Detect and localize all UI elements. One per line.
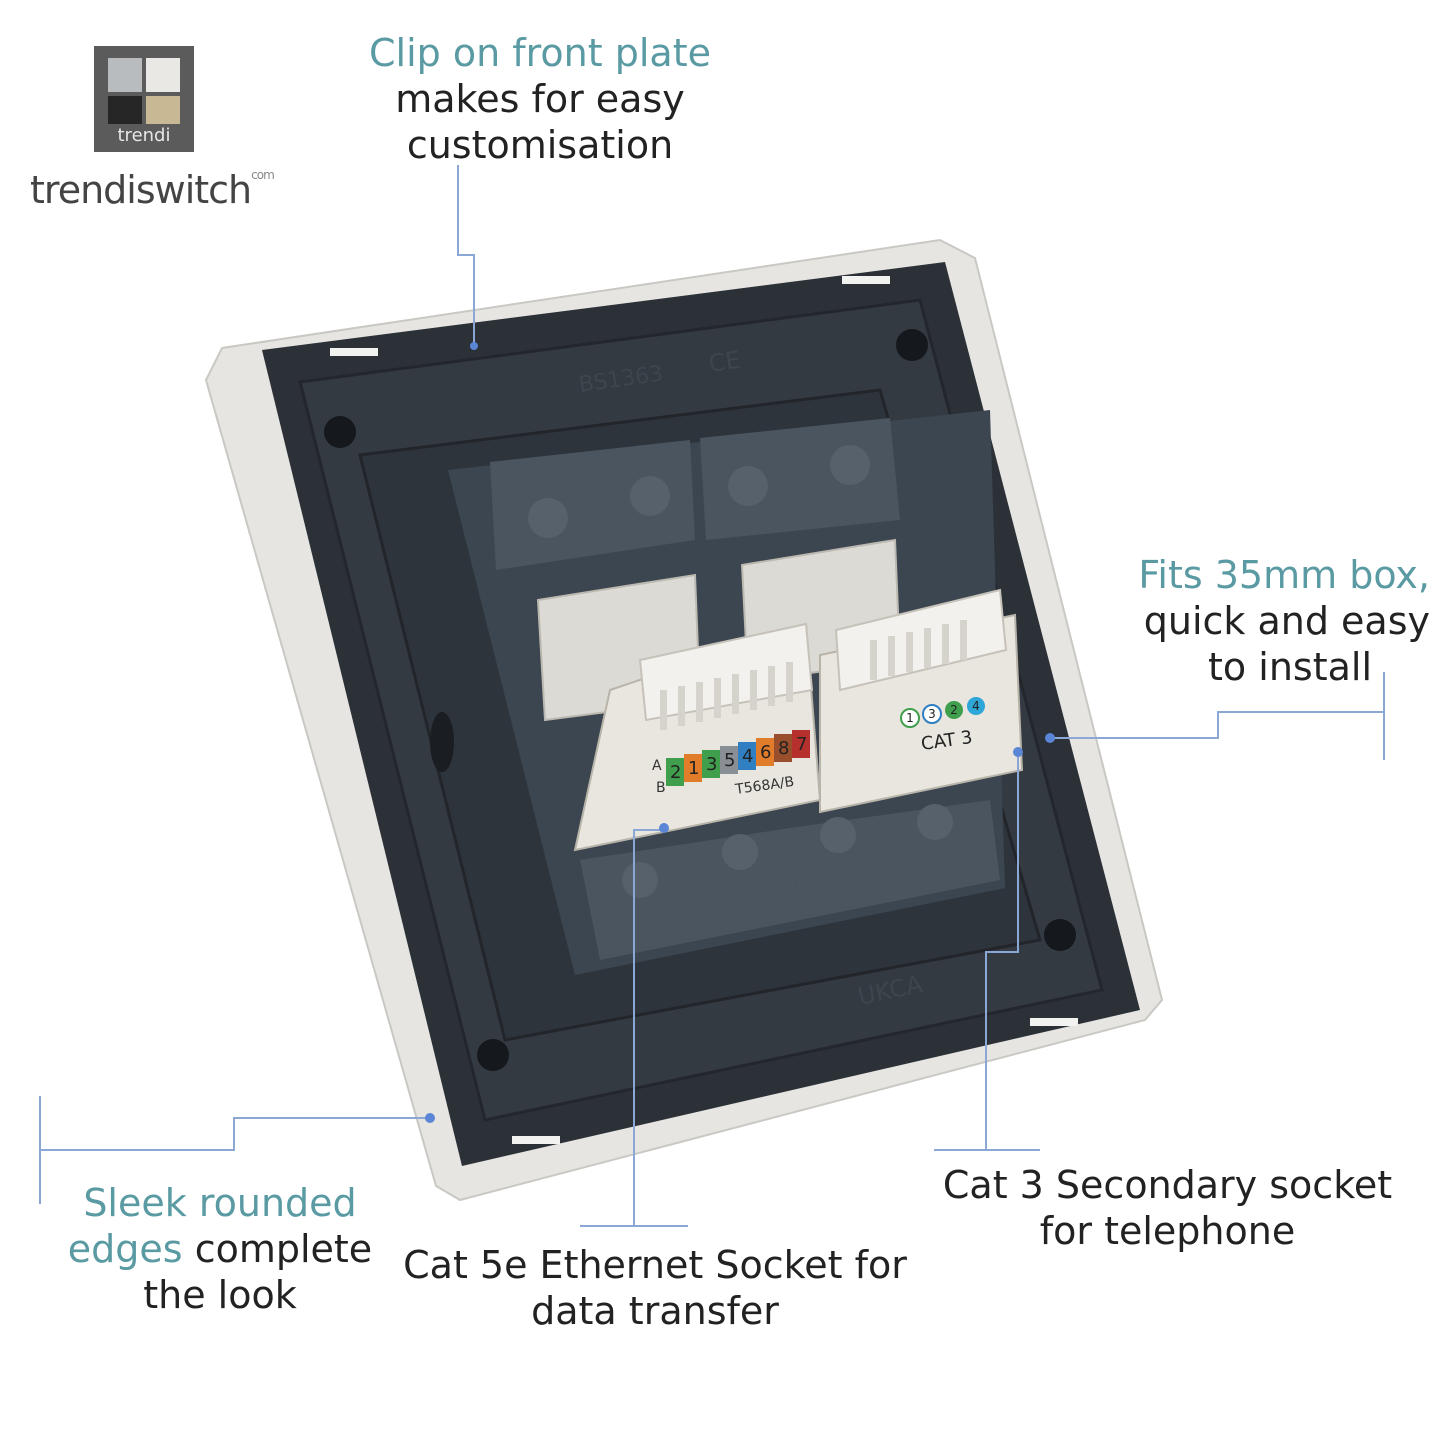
screw-hole (896, 329, 928, 361)
pin-number: 6 (760, 742, 771, 763)
cat3-pin: 1 (906, 711, 914, 725)
callout-fits-line3: to install (1208, 645, 1372, 689)
callout-clip-line3: customisation (406, 123, 674, 167)
pin-number: 5 (724, 750, 735, 771)
cat3-pin: 3 (928, 707, 936, 721)
callout-edges: Sleek rounded edges complete the look (50, 1180, 390, 1318)
callout-edges-line2: edges complete (67, 1227, 373, 1271)
pin-number: 8 (778, 738, 789, 759)
clip-tab (512, 1136, 560, 1144)
pin-number: 4 (742, 746, 753, 767)
cat3-pin: 2 (950, 703, 958, 717)
module-left-top (490, 440, 695, 570)
leader-cat3 (985, 752, 1019, 1150)
pin-number: 1 (688, 758, 699, 779)
ce-mark: CE (707, 346, 743, 378)
wordmark-text: trendiswitch (30, 168, 252, 212)
callout-cat3: Cat 3 Secondary socket for telephone (940, 1162, 1395, 1254)
callout-clip: Clip on front plate makes for easy custo… (340, 30, 740, 168)
cat5e-jack: 2 1 3 5 4 6 8 7 A B A B T568A/B (573, 622, 828, 852)
pin-number: 3 (706, 754, 717, 775)
pin-number: 2 (670, 762, 681, 783)
screw-hole (324, 416, 356, 448)
clip-tab (842, 276, 890, 284)
callout-cat3-line1: Cat 3 Secondary socket (942, 1163, 1393, 1207)
logo-label: trendi (117, 125, 171, 146)
leader-cat5 (633, 829, 664, 1226)
callout-cat5-line2: data transfer (531, 1289, 779, 1333)
brand-logo: trendi (94, 46, 194, 152)
row-b-left: B (656, 780, 666, 796)
screw-hole (1044, 919, 1076, 951)
screw-hole (477, 1039, 509, 1071)
side-slot (430, 712, 454, 772)
callout-fits-line1: Fits 35mm box, (1138, 553, 1430, 597)
row-a-left: A (652, 758, 662, 774)
callout-cat3-line2: for telephone (1039, 1209, 1296, 1253)
clip-tab (1030, 1018, 1078, 1026)
callout-clip-line1: Clip on front plate (369, 31, 711, 75)
callout-fits: Fits 35mm box, quick and easy to install (1110, 552, 1430, 690)
callout-cat5-line1: Cat 5e Ethernet Socket for (403, 1243, 907, 1287)
clip-tab (330, 348, 378, 356)
callout-clip-line2: makes for easy (395, 77, 685, 121)
callout-fits-line2: quick and easy (1143, 599, 1430, 643)
wordmark-suffix: com (251, 168, 275, 182)
cat3-jack: 1 3 2 4 CAT 3 (819, 588, 1024, 814)
cat3-pin: 4 (972, 699, 980, 713)
callout-edges-line3: the look (143, 1273, 297, 1317)
leader-fits (1050, 711, 1384, 739)
callout-cat5: Cat 5e Ethernet Socket for data transfer (395, 1242, 915, 1334)
callout-edges-line1: Sleek rounded (83, 1181, 357, 1225)
pin-number: 7 (796, 734, 807, 755)
brand-wordmark: trendiswitchcom (30, 168, 275, 212)
leader-edges (40, 1117, 430, 1151)
leader-clip (457, 165, 475, 345)
